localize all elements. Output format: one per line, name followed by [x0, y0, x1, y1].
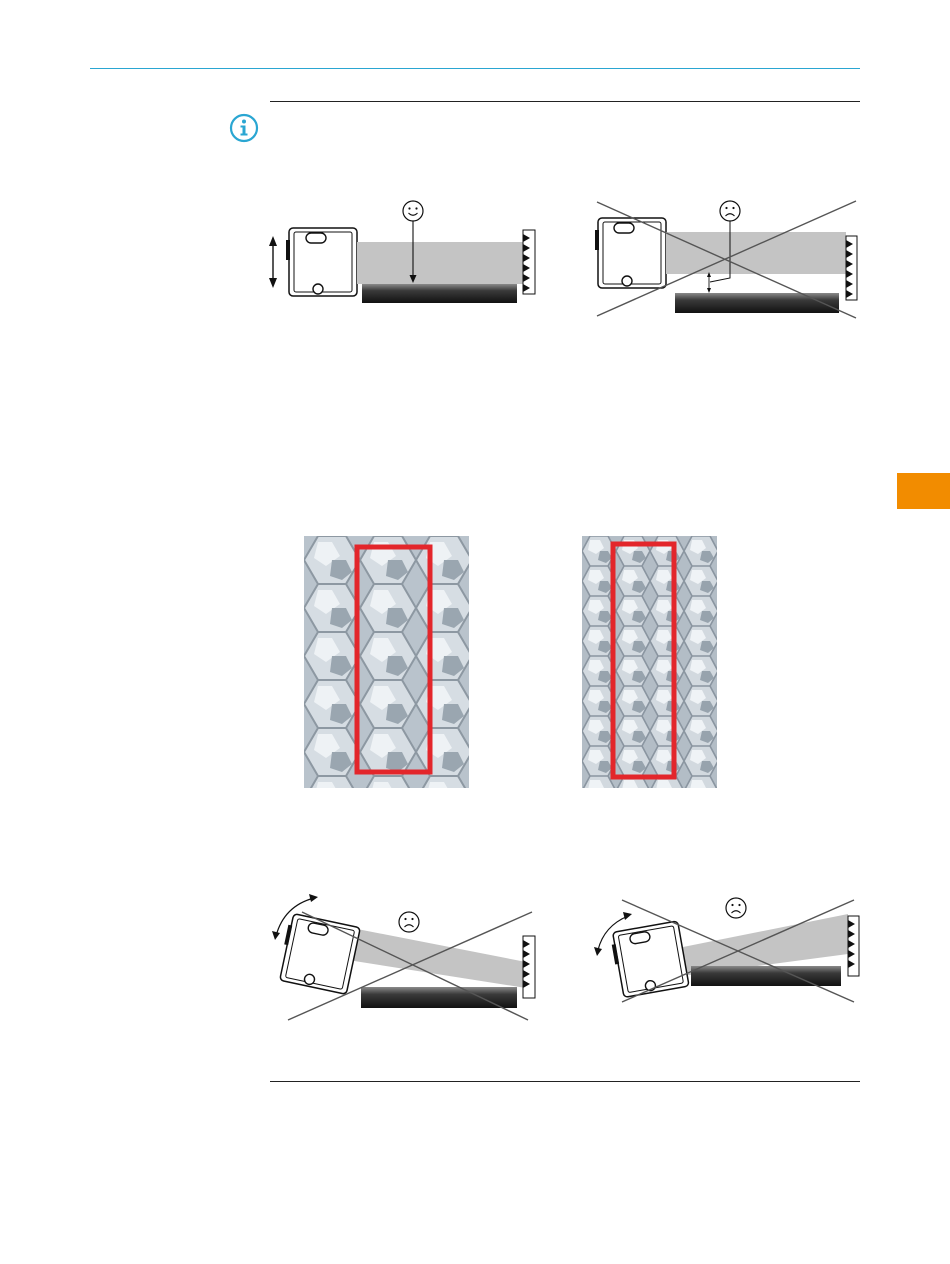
sensor-housing [277, 913, 361, 994]
object-bar [362, 284, 517, 303]
smiley-sad-icon [726, 898, 746, 918]
smiley-happy-icon [403, 201, 423, 221]
light-beam [666, 232, 846, 274]
info-icon [229, 113, 259, 143]
smiley-sad-icon [720, 201, 740, 221]
object-bar [675, 293, 839, 313]
object-bar [361, 987, 517, 1008]
vertical-adjust-arrow-icon [269, 236, 277, 288]
reflector-photo-narrow [582, 536, 717, 788]
smiley-sad-icon [399, 912, 419, 932]
header-rule [90, 68, 860, 69]
figure-sensor-tilted-up [266, 890, 546, 1026]
chapter-tab [897, 473, 950, 509]
figure-sensor-tilted-down [592, 890, 862, 1026]
gap-arrow-icon [707, 272, 711, 293]
reflector [848, 916, 859, 976]
light-beam [357, 242, 523, 284]
note-bottom-rule [270, 1081, 860, 1082]
sensor-housing [286, 228, 357, 296]
reflector [846, 236, 857, 300]
figure-alignment-offset [594, 196, 862, 320]
sensor-housing [610, 921, 689, 998]
light-beam [348, 928, 526, 988]
reflector [523, 936, 535, 998]
reflector [523, 230, 535, 294]
figure-alignment-correct [266, 196, 546, 310]
note-top-rule [270, 101, 860, 102]
object-bar [691, 966, 841, 986]
reflector-photo-wide [304, 536, 469, 788]
